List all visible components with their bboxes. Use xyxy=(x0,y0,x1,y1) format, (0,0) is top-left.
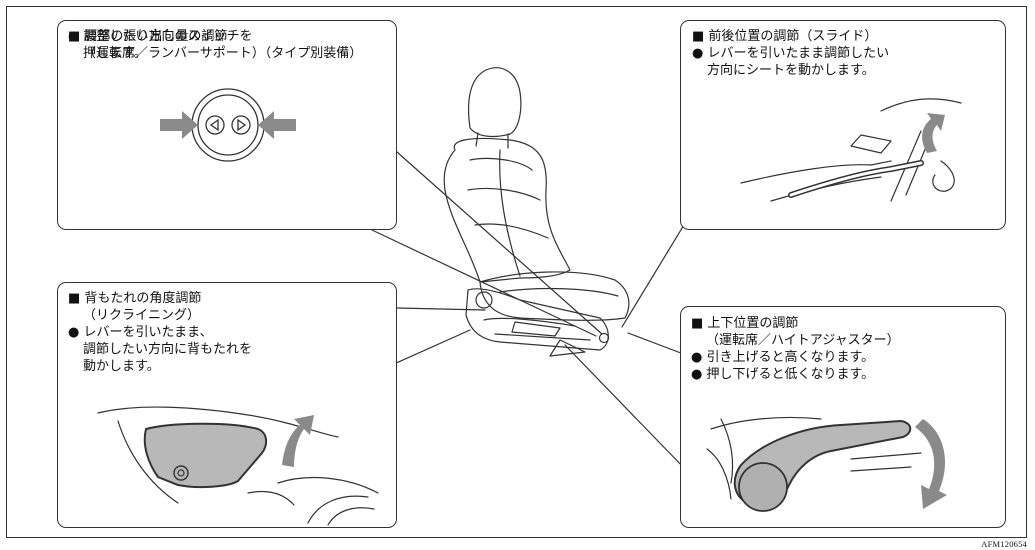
recline-arrow-icon xyxy=(282,415,314,467)
slide-lever-illustration xyxy=(740,98,962,202)
height-adjustment-callout: ■ 上下位置の調節 （運転席／ハイトアジャスター） ● 引き上げると高くなります… xyxy=(680,306,1006,528)
lumbar-support-callout: ■ 腰部の張り出し量の調節 （運転席／ランバーサポート）（タイプ別装備） ● 調… xyxy=(57,20,397,230)
seat-backrest xyxy=(443,137,571,283)
left-button-icon xyxy=(205,115,225,135)
lumbar-switch-outer-ring xyxy=(191,88,265,162)
height-bullet-line1: ● 引き上げると高くなります。 xyxy=(691,350,875,365)
lumbar-heading-line1: ■ 腰部の張り出し量の調節 xyxy=(68,29,228,44)
recline-bullet-line1: ● レバーを引いたまま、 xyxy=(68,325,213,340)
recline-bullet-line2: 調節したい方向に背もたれを xyxy=(83,342,253,357)
height-heading-line2: （運転席／ハイトアジャスター） xyxy=(706,333,900,348)
figure-frame xyxy=(6,6,1027,538)
figure-code: AFM120654 xyxy=(981,539,1027,549)
height-arrow-icon xyxy=(915,419,947,509)
height-heading-line1: ■ 上下位置の調節 xyxy=(691,316,799,331)
slide-text: ■ 前後位置の調節（スライド） ● レバーを引いたまま調節したい 方向にシートを… xyxy=(692,28,889,79)
recline-heading-line1: ■ 背もたれの角度調節 xyxy=(68,291,202,306)
recline-bolt xyxy=(173,465,189,481)
slide-adjustment-callout: ■ 前後位置の調節（スライド） ● レバーを引いたまま調節したい 方向にシートを… xyxy=(680,20,1006,230)
lumbar-heading: ■ 腰部の張り出し量の調節 （運転席／ランバーサポート）（タイプ別装備） xyxy=(68,28,362,62)
seat-cushion xyxy=(479,271,630,321)
recline-lever-illustration xyxy=(97,406,379,526)
recline-lever xyxy=(143,422,268,489)
height-lever-illustration xyxy=(706,416,947,512)
slide-lever-inner xyxy=(789,161,923,197)
slide-heading-line1: ■ 前後位置の調節（スライド） xyxy=(692,29,878,44)
recline-adjustment-callout: ■ 背もたれの角度調節 （リクライニング） ● レバーを引いたまま、 調節したい… xyxy=(57,282,397,528)
recline-bullet-line3: 動かします。 xyxy=(83,359,160,374)
slide-bullet-line1: ● レバーを引いたまま調節したい xyxy=(692,46,890,61)
height-knob xyxy=(738,462,788,512)
recline-heading-line2: （リクライニング） xyxy=(83,308,201,323)
lumbar-bullet-line1: ● 調整したい方向のスイッチを xyxy=(68,29,253,44)
height-bullet-line2: ● 押し下げると低くなります。 xyxy=(691,367,875,382)
lumbar-instruction: ● 調整したい方向のスイッチを 押します。 xyxy=(68,28,252,62)
left-push-arrow-icon xyxy=(160,111,198,139)
right-button-icon xyxy=(231,115,251,135)
height-text: ■ 上下位置の調節 （運転席／ハイトアジャスター） ● 引き上げると高くなります… xyxy=(691,315,900,383)
slide-bullet-line2: 方向にシートを動かします。 xyxy=(707,63,875,78)
seat-headrest xyxy=(467,67,522,138)
lumbar-switch-illustration xyxy=(160,88,296,162)
recline-text: ■ 背もたれの角度調節 （リクライニング） ● レバーを引いたまま、 調節したい… xyxy=(68,290,252,375)
lumbar-bullet-line2: 押します。 xyxy=(83,46,147,61)
pull-up-arrow-icon xyxy=(922,113,945,153)
lumbar-heading-line2: （運転席／ランバーサポート）（タイプ別装備） xyxy=(83,46,363,61)
right-push-arrow-icon xyxy=(258,111,296,139)
